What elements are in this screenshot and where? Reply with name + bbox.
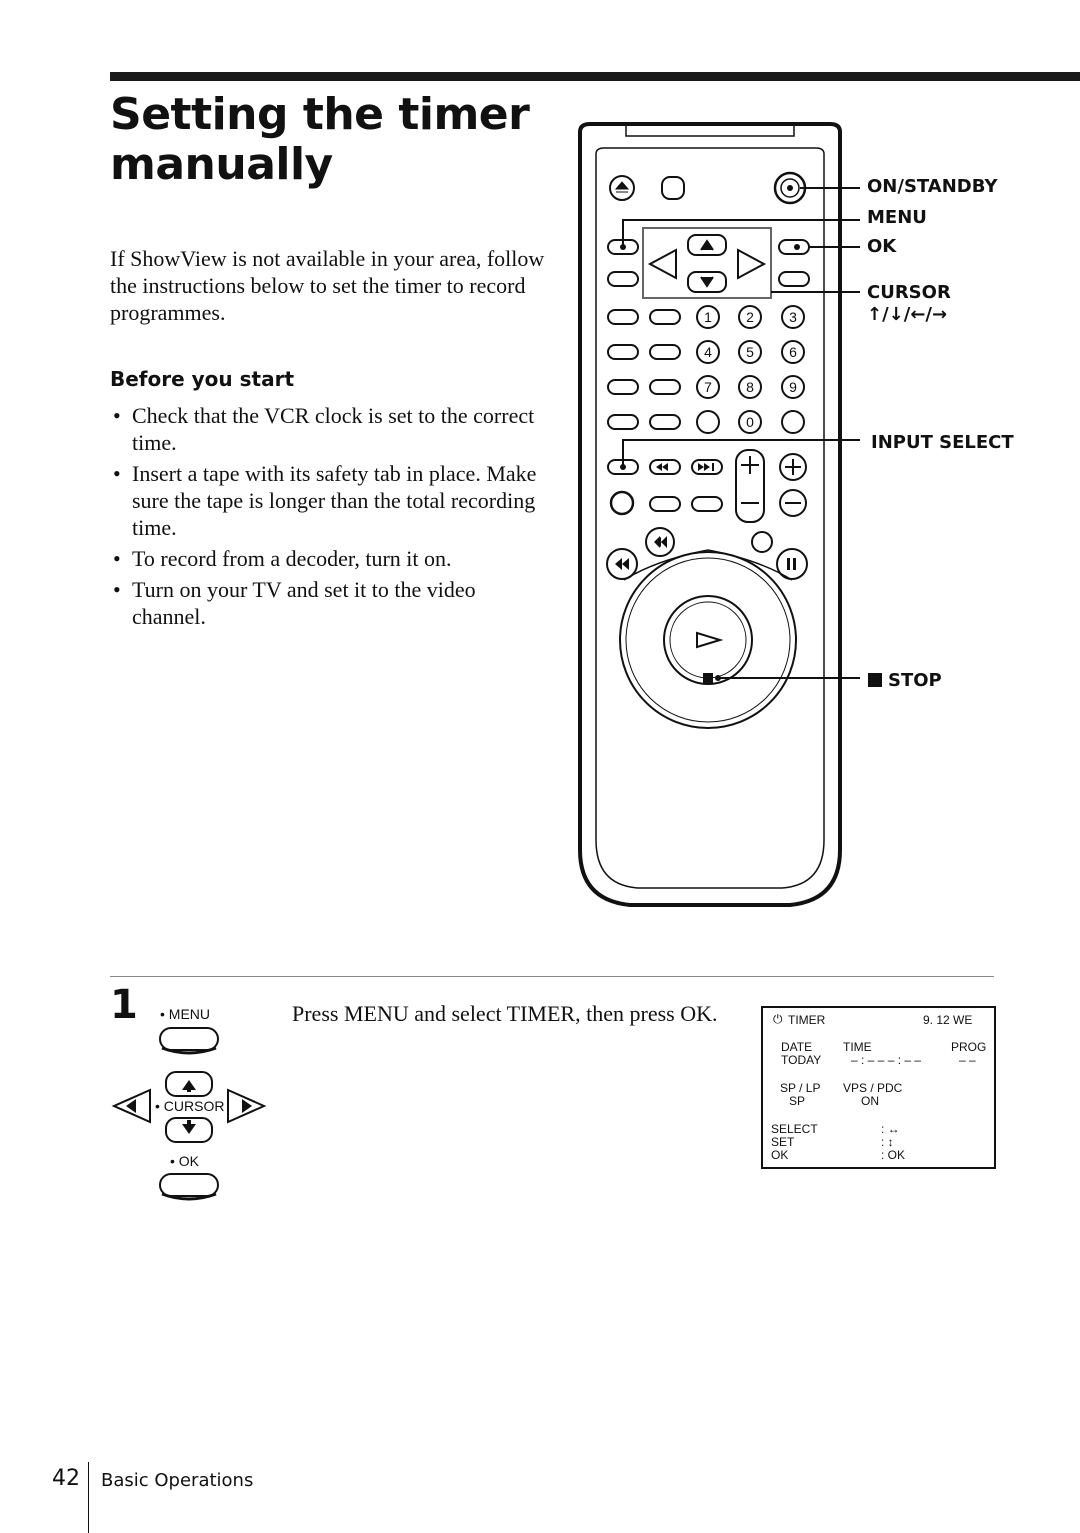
- osd-timer-title: TIMER: [788, 1013, 826, 1027]
- menu-label: MENU: [867, 207, 927, 228]
- key-2: 2: [746, 309, 754, 325]
- ok-label: OK: [867, 236, 897, 257]
- osd-select-value: : ↔: [881, 1122, 900, 1136]
- eject-button: [609, 175, 635, 201]
- osd-splp-label: SP / LP: [780, 1081, 821, 1095]
- key-6: 6: [789, 344, 797, 360]
- step-divider: [110, 976, 994, 977]
- key-3: 3: [789, 309, 797, 325]
- osd-select-label: SELECT: [771, 1122, 818, 1136]
- timer-clock-icon: ⏻: [773, 1012, 783, 1026]
- intro-paragraph: If ShowView is not available in your are…: [110, 246, 545, 325]
- step-ok-label: • OK: [170, 1153, 200, 1169]
- key-5: 5: [746, 344, 754, 360]
- cursor-label: CURSOR: [867, 282, 951, 303]
- stop-icon: [868, 673, 882, 687]
- step-cursor-label: • CURSOR: [155, 1098, 225, 1114]
- list-item: Check that the VCR clock is set to the c…: [110, 402, 540, 456]
- osd-time-value: – : – – – : – –: [851, 1053, 922, 1067]
- before-you-start-heading: Before you start: [110, 367, 295, 391]
- tv-video-button: [661, 176, 685, 200]
- cursor-right-icon: [227, 1088, 267, 1124]
- key-1: 1: [704, 309, 712, 325]
- osd-splp-value: SP: [789, 1094, 806, 1108]
- osd-date-value: 9. 12 WE: [923, 1013, 973, 1027]
- footer-rule: [88, 1462, 89, 1533]
- list-item: Turn on your TV and set it to the video …: [110, 576, 540, 630]
- cursor-down-icon: [165, 1117, 213, 1143]
- osd-set-value: : ↕: [881, 1135, 894, 1149]
- osd-date-label: DATE: [781, 1040, 813, 1054]
- osd-time-label: TIME: [843, 1040, 872, 1054]
- input-select-label: INPUT SELECT: [871, 432, 1014, 453]
- osd-prog-value: – –: [959, 1053, 976, 1067]
- step-instruction: Press MENU and select TIMER, then press …: [292, 1001, 718, 1026]
- prerequisite-list: Check that the VCR clock is set to the c…: [110, 402, 540, 634]
- osd-set-label: SET: [771, 1135, 795, 1149]
- key-4: 4: [704, 344, 712, 360]
- cursor-left-icon: [111, 1088, 151, 1124]
- page-title: Setting the timer manually: [110, 89, 530, 190]
- cursor-arrows-label: ↑/↓/←/→: [867, 304, 948, 325]
- key-9: 9: [789, 379, 797, 395]
- osd-prog-label: PROG: [951, 1040, 987, 1054]
- on-standby-label: ON/STANDBY: [867, 176, 998, 197]
- step-buttons-illustration: [111, 1027, 267, 1201]
- section-name: Basic Operations: [101, 1470, 254, 1491]
- osd-ok-label: OK: [771, 1148, 789, 1162]
- list-item: To record from a decoder, turn it on.: [110, 545, 540, 572]
- osd-vps-label: VPS / PDC: [843, 1081, 903, 1095]
- menu-button-icon: [159, 1027, 219, 1051]
- page-number: 42: [52, 1466, 80, 1491]
- key-7: 7: [704, 379, 712, 395]
- osd-ok-value: : OK: [881, 1148, 906, 1162]
- list-item: Insert a tape with its safety tab in pla…: [110, 460, 540, 541]
- key-8: 8: [746, 379, 754, 395]
- remote-control-illustration: 1 2 3 4 5 6 7 8 9 0: [578, 122, 860, 907]
- stop-label: STOP: [868, 670, 942, 691]
- osd-today: TODAY: [781, 1053, 822, 1067]
- top-rule: [110, 72, 1080, 81]
- key-0: 0: [746, 414, 754, 430]
- osd-vps-value: ON: [861, 1094, 879, 1108]
- ok-button-icon: [159, 1173, 219, 1197]
- cursor-up-icon: [165, 1071, 213, 1097]
- step-number: 1: [110, 982, 138, 1028]
- timer-osd-screen: ⏻ TIMER 9. 12 WE DATE TODAY TIME – : – –…: [761, 1006, 996, 1169]
- step-menu-label: • MENU: [160, 1006, 211, 1022]
